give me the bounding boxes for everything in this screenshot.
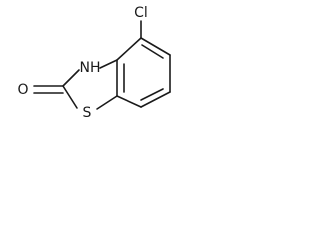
- nh-label: NH: [80, 60, 101, 76]
- chemical-structure-diagram: Cl NH O S: [17, 5, 171, 121]
- bond-c6-c7: [140, 91, 171, 108]
- bond-s-c7a: [96, 95, 118, 110]
- chlorine-label: Cl: [134, 5, 148, 21]
- sulfur-label: S: [83, 105, 92, 121]
- bond-c2-s: [62, 85, 78, 109]
- atom-labels: Cl NH O S: [17, 5, 147, 121]
- bond-c3a-n: [99, 59, 118, 69]
- double-bond-c4-c5-inner: [141, 44, 164, 59]
- bond-n-c2: [62, 69, 80, 87]
- double-bond-c6-c7-inner: [140, 88, 164, 101]
- bond-c7-c7a: [116, 95, 142, 108]
- bond-c4-c5: [140, 37, 171, 56]
- substituent-bonds: [33, 20, 142, 94]
- oxygen-label: O: [17, 82, 28, 98]
- bond-c4-c3a: [116, 37, 142, 61]
- benzene-ring: [116, 37, 171, 108]
- thiazole-ring: [62, 59, 118, 110]
